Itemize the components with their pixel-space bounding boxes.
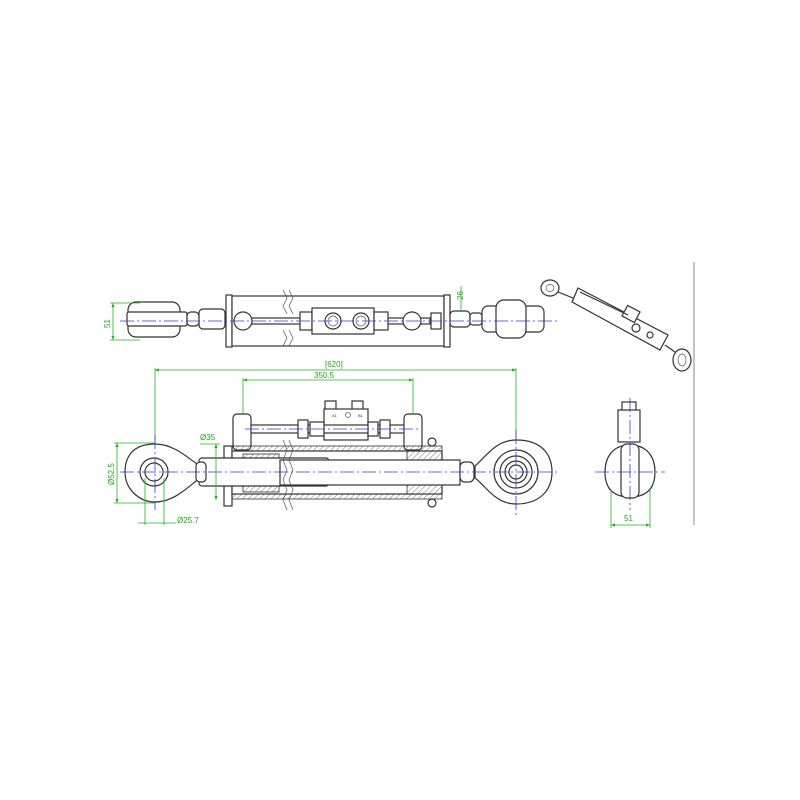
valve-port-b-label: B1	[358, 413, 364, 418]
isometric-view	[540, 262, 695, 525]
port-spacing-label: 350.5	[314, 371, 335, 380]
eye-bore-diameter-label: Ø25.7	[177, 516, 199, 525]
end-view: 51	[595, 398, 665, 528]
top-height-dim-label: 51	[103, 319, 112, 328]
side-view: [620] 350.5 A1 B1	[107, 360, 560, 525]
top-flange-dim-label: 26	[456, 291, 465, 300]
top-view: 51 26	[103, 286, 560, 348]
end-width-dim-label: 51	[624, 514, 633, 523]
valve-port-a-label: A1	[332, 413, 338, 418]
overall-length-label: [620]	[325, 360, 343, 369]
eye-outer-diameter-label: Ø52.5	[107, 463, 116, 485]
rod-diameter-label: Ø35	[200, 433, 216, 442]
